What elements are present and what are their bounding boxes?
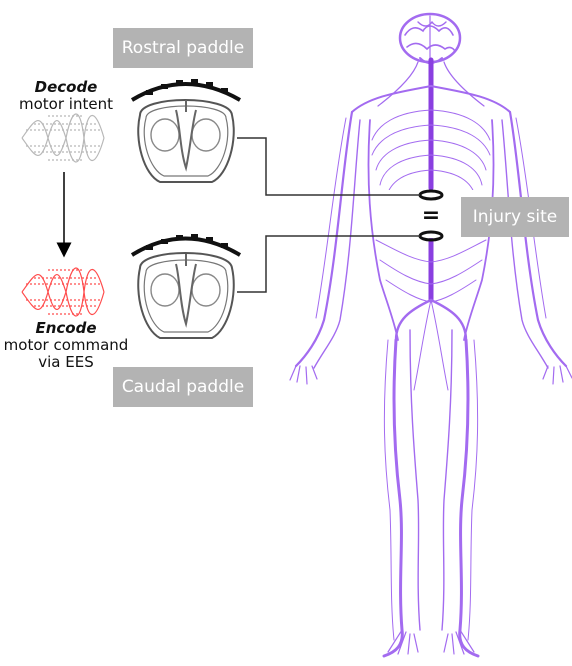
nervous-system-figure (289, 12, 572, 658)
rostral-paddle-contacts (146, 79, 228, 95)
encode-title: Encode (35, 319, 97, 337)
decode-caption: Decode motor intent (5, 79, 127, 113)
caudal-paddle-icon (130, 236, 242, 257)
caudal-paddle-label: Caudal paddle (113, 367, 253, 407)
decode-line: motor intent (19, 95, 113, 113)
rostral-connector (237, 137, 420, 196)
rostral-cross-section (130, 79, 242, 183)
caudal-paddle-contacts (146, 234, 228, 250)
caudal-connector (237, 235, 420, 293)
injury-site-label: Injury site (461, 197, 569, 237)
brain-icon (398, 12, 462, 64)
rostral-paddle-icon (130, 82, 242, 102)
decode-wave-icon (21, 113, 105, 163)
encode-caption: Encode motor command via EES (0, 320, 132, 371)
encode-line-1: motor command (3, 336, 129, 354)
injury-symbol: = (422, 203, 440, 228)
rostral-paddle-label: Rostral paddle (113, 28, 253, 68)
encode-line-2: via EES (38, 353, 94, 371)
decode-title: Decode (34, 78, 98, 96)
caudal-cross-section (130, 234, 242, 339)
encode-wave-icon (21, 267, 105, 317)
